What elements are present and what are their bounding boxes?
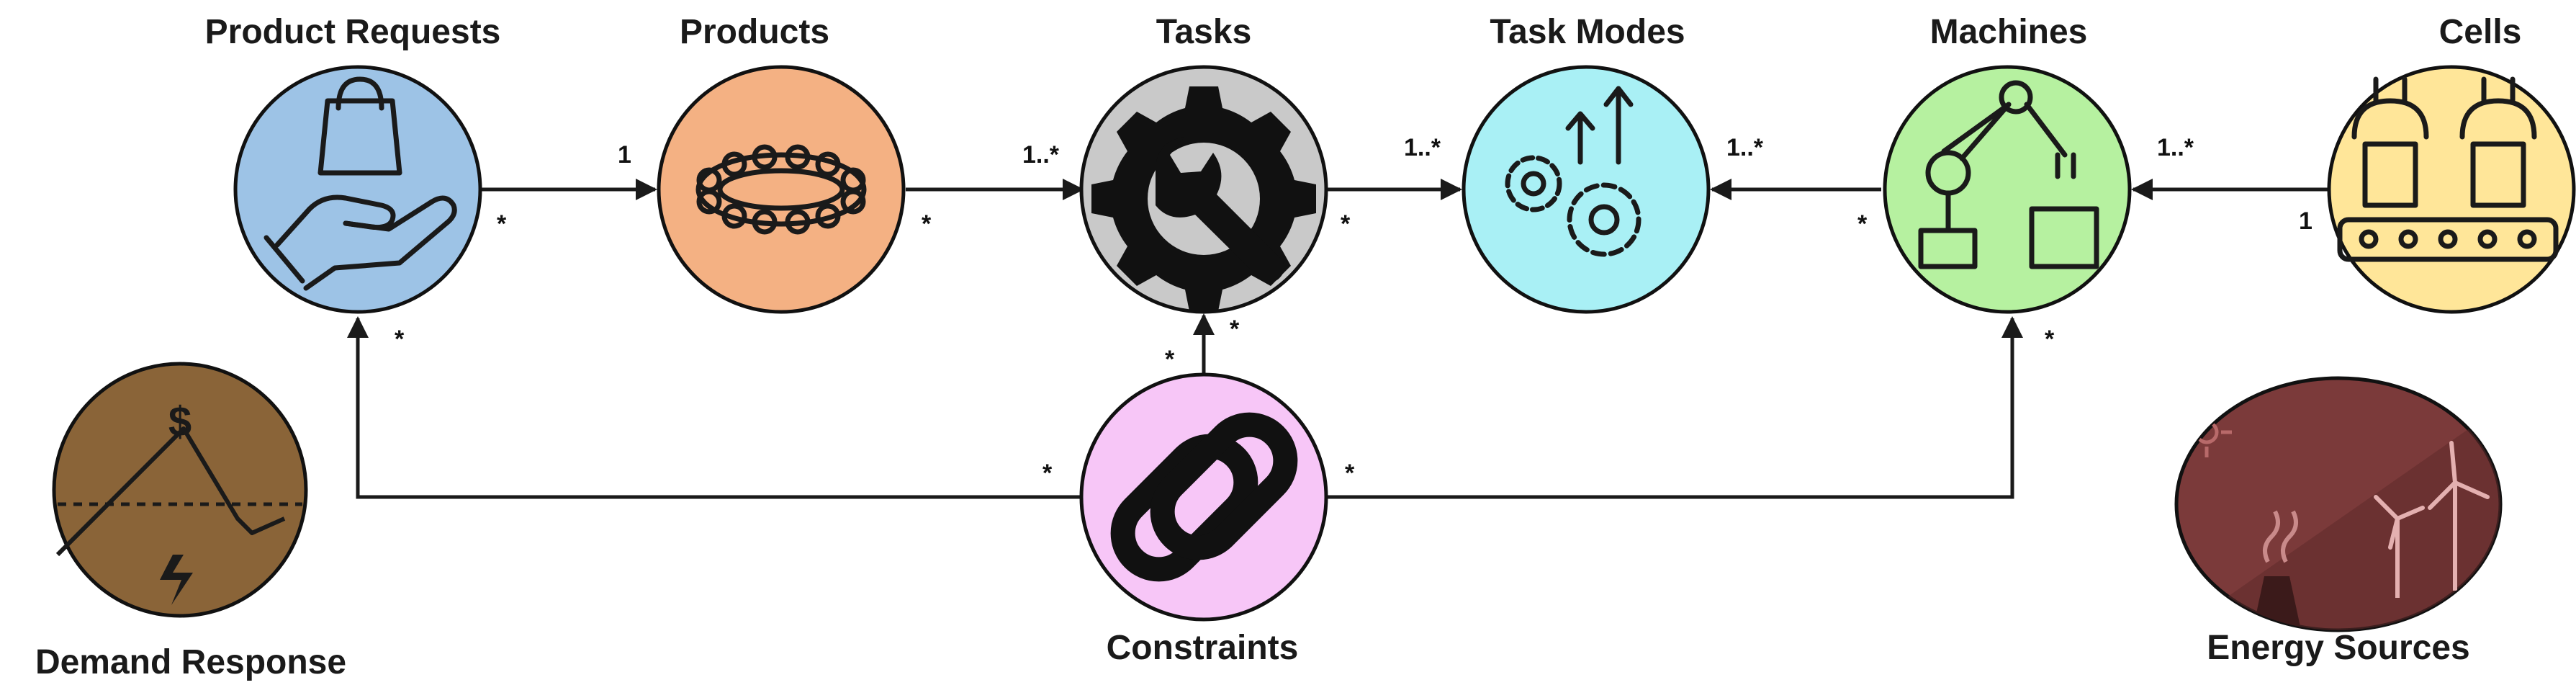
mult-cells-machines-dst: 1..*	[2157, 134, 2194, 161]
bracelet-icon	[695, 144, 867, 235]
node-title-machines: Machines	[1930, 13, 2088, 51]
mult-pr-products-dst: 1	[618, 141, 631, 169]
mult-machines-modes-dst: 1..*	[1726, 134, 1764, 161]
gears-arrows-icon	[1505, 86, 1641, 257]
robot-cell-icon	[2337, 76, 2559, 262]
robot-arms-icon	[1918, 80, 2099, 269]
mult-cells-machines-src: 1	[2299, 207, 2312, 235]
node-title-task-modes: Task Modes	[1490, 13, 1685, 51]
dollar-price-curve-icon: $	[55, 398, 302, 605]
node-title-cells: Cells	[2439, 13, 2522, 51]
mult-constraints-left-end: *	[1042, 460, 1053, 487]
node-circle-constraints	[1079, 372, 1328, 622]
edge-constraints-to-machines	[1327, 316, 2023, 499]
node-cells: Cells	[2327, 13, 2576, 314]
node-task-modes: Task Modes	[1462, 13, 1711, 314]
node-title-constraints: Constraints	[1107, 629, 1299, 667]
node-energy-sources: Energy Sources	[2174, 376, 2503, 667]
edges	[347, 179, 2331, 499]
hand-holding-bag-icon	[264, 76, 457, 291]
mult-pr-products-src: *	[497, 210, 507, 238]
node-demand-response: $ Demand Response	[35, 362, 346, 681]
mult-products-tasks-dst: 1..*	[1022, 141, 1060, 169]
mult-machines-modes-src: *	[1857, 210, 1868, 238]
node-tasks: Tasks	[1079, 13, 1328, 314]
mult-pr-constraint-end: *	[395, 326, 405, 353]
node-title-products: Products	[680, 13, 829, 51]
multiplicity-labels: * 1 * 1..* * 1..* * 1..* 1 1..* * * * * …	[395, 134, 2312, 487]
node-machines: Machines	[1883, 13, 2132, 314]
edge-constraints-to-product-requests	[347, 316, 1080, 499]
mult-tasks-modes-dst: 1..*	[1404, 134, 1441, 161]
power-plant-wind-icon	[2176, 403, 2500, 630]
node-title-tasks: Tasks	[1156, 13, 1252, 51]
mult-products-tasks-src: *	[922, 210, 932, 238]
node-products: Products	[657, 13, 906, 314]
mult-tasks-modes-src: *	[1341, 210, 1351, 238]
node-circle-products	[657, 65, 906, 314]
gear-wrench-icon	[1091, 86, 1316, 311]
node-product-requests: Product Requests	[205, 13, 501, 314]
node-circle-product-requests	[233, 65, 482, 314]
node-circle-cells	[2327, 65, 2576, 314]
node-circle-demand-response	[52, 362, 308, 618]
node-title-energy-sources: Energy Sources	[2207, 629, 2469, 667]
node-title-product-requests: Product Requests	[205, 13, 501, 51]
chain-link-icon	[1110, 412, 1298, 582]
mult-machines-constraint-end: *	[2045, 326, 2055, 353]
mult-tasks-constraint-end: *	[1230, 315, 1240, 343]
node-title-demand-response: Demand Response	[35, 643, 346, 681]
mult-constraints-top-end: *	[1165, 346, 1175, 373]
mult-constraints-right-end: *	[1345, 460, 1355, 487]
node-constraints: Constraints	[1079, 372, 1328, 667]
node-circle-machines	[1883, 65, 2132, 314]
